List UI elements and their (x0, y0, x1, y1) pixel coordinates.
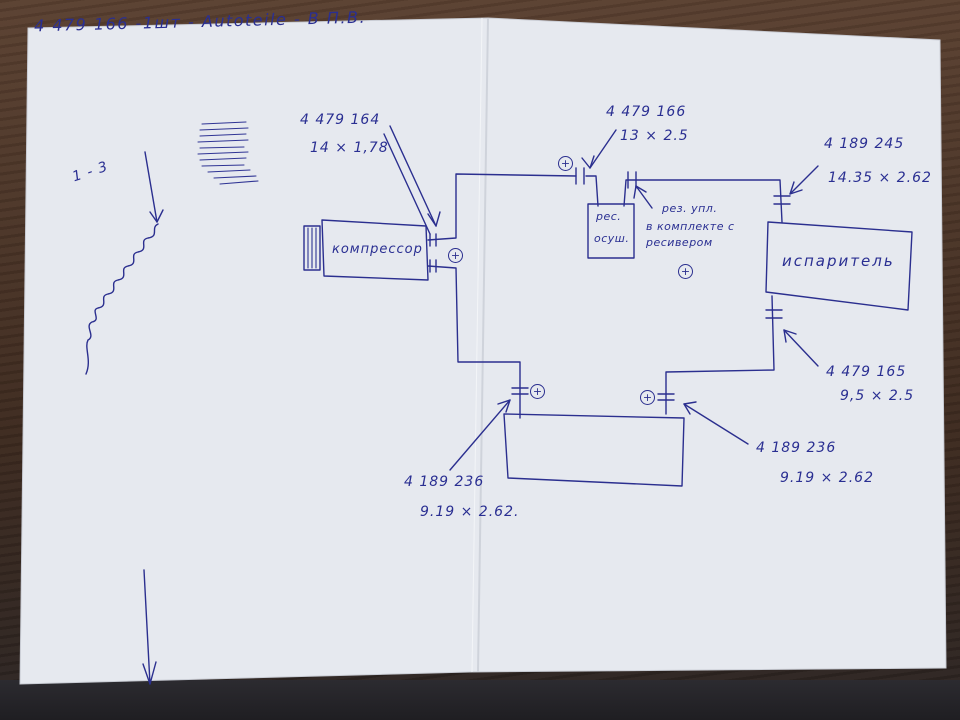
evaporator-box (765, 221, 913, 311)
evaporator-label: испаритель (782, 252, 895, 270)
receiver-note-line3: ресивером (646, 236, 713, 249)
receiver-dryer-box (587, 203, 635, 259)
floor-strip (0, 680, 960, 720)
part-size-label: 9.19 × 2.62. (420, 504, 520, 520)
leader-arrows (383, 125, 819, 471)
part-size-label: 13 × 2.5 (620, 128, 689, 144)
part-number-label: 4 479 166 (606, 104, 687, 120)
hatch-scribble (197, 121, 259, 185)
down-arrow-line (142, 569, 157, 685)
condenser-box (503, 413, 685, 487)
compressor-diagram (303, 219, 429, 281)
part-size-label: 14 × 1,78 (310, 140, 389, 156)
receiver-dryer-label-line2: осуш. (594, 232, 630, 245)
plus-marker: + (530, 384, 545, 399)
plus-marker: + (448, 248, 463, 263)
plus-marker: + (558, 156, 573, 171)
part-number-label: 4 189 236 (404, 474, 485, 490)
paper-fold-line (477, 17, 489, 673)
part-size-label: 9.19 × 2.62 (780, 470, 874, 486)
paper-fold-highlight (471, 17, 483, 673)
refrigerant-piping (427, 167, 791, 419)
wavy-arrow-scribble (85, 151, 164, 375)
part-size-label: 9,5 × 2.5 (840, 388, 915, 404)
part-number-label: 4 479 165 (826, 364, 907, 380)
receiver-note-line1: рез. упл. (662, 202, 718, 215)
part-number-label: 4 189 236 (756, 440, 837, 456)
receiver-dryer-label-line1: рес. (596, 210, 622, 223)
receiver-note-line2: в комплекте с (646, 220, 735, 233)
compressor-label: компрессор (332, 242, 423, 257)
part-number-label: 4 189 245 (824, 136, 905, 152)
plus-marker: + (640, 390, 655, 405)
plus-marker: + (678, 264, 693, 279)
part-size-label: 14.35 × 2.62 (828, 170, 932, 186)
part-number-label: 4 479 164 (300, 112, 381, 128)
